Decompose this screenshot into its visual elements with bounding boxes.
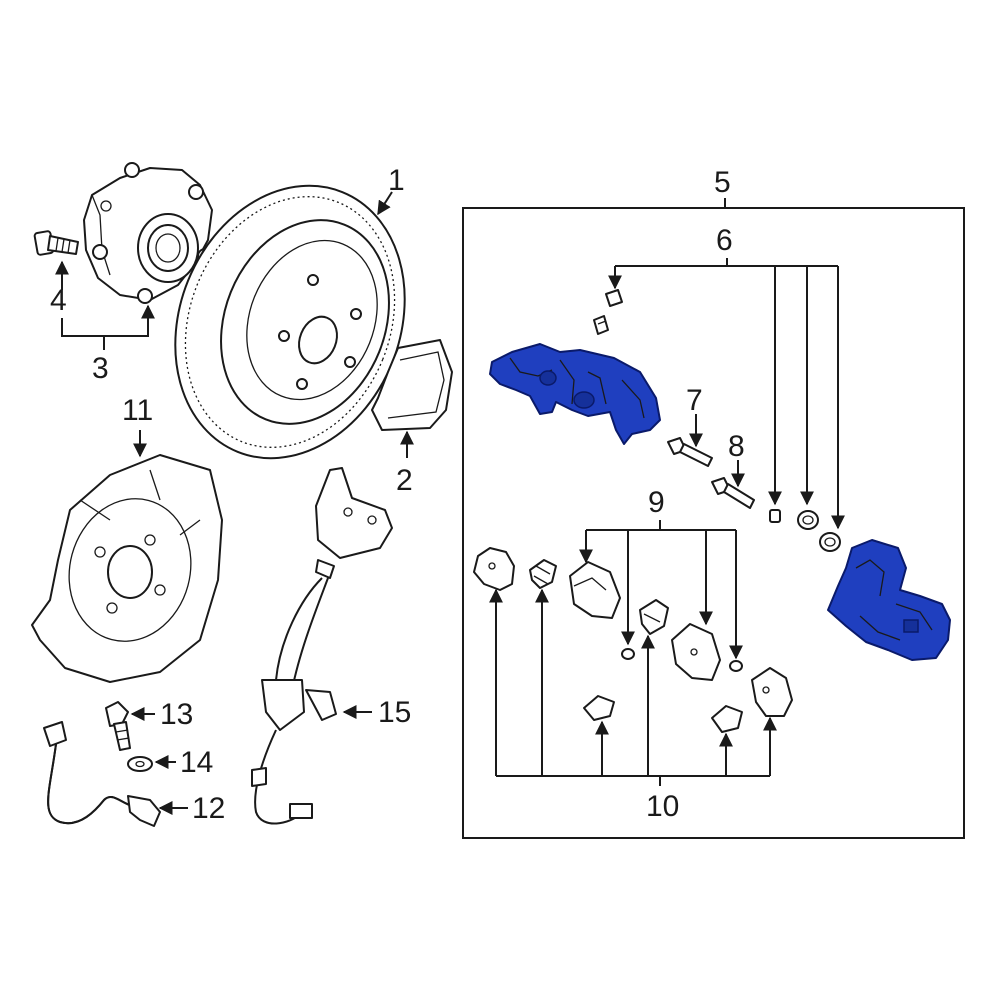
guide-pin-7 — [667, 437, 713, 467]
callout-group-3-4: 4 3 — [50, 260, 155, 385]
guide-pin-8 — [711, 477, 755, 509]
callout-3: 3 — [92, 352, 109, 385]
wheel-hub-bearing — [83, 162, 213, 304]
caliper-bushings — [769, 509, 841, 552]
hub-bolt — [33, 230, 79, 256]
brake-backing-plate — [31, 454, 223, 683]
callout-13: 13 — [160, 698, 193, 731]
callout-5: 5 — [714, 166, 731, 199]
caliper-front-view — [489, 343, 661, 445]
callout-15: 15 — [378, 696, 411, 729]
rotor-dust-cover — [371, 339, 453, 431]
callout-11: 11 — [122, 394, 153, 427]
caliper-assembly-box — [462, 207, 965, 839]
callout-9-leaders — [579, 520, 743, 660]
callout-14: 14 — [180, 746, 213, 779]
callout-2: 2 — [396, 464, 413, 497]
callout-10-leaders — [489, 588, 777, 786]
callout-1: 1 — [388, 164, 405, 197]
callout-8: 8 — [728, 430, 745, 463]
callout-10: 10 — [646, 790, 679, 823]
callout-7: 7 — [686, 384, 703, 417]
bracket-bolt — [105, 701, 131, 751]
callout-12: 12 — [192, 792, 225, 825]
brake-pads-hardware — [473, 547, 793, 733]
abs-wheel-speed-sensor — [43, 721, 161, 827]
abs-sensor-harness — [251, 467, 393, 825]
callout-9: 9 — [648, 486, 665, 519]
callout-6: 6 — [716, 224, 733, 257]
callout-4: 4 — [50, 284, 67, 317]
washer — [127, 756, 153, 772]
bleeder-screw — [593, 289, 623, 335]
caliper-rear-view — [827, 539, 951, 661]
callout-6-leaders — [608, 258, 845, 530]
